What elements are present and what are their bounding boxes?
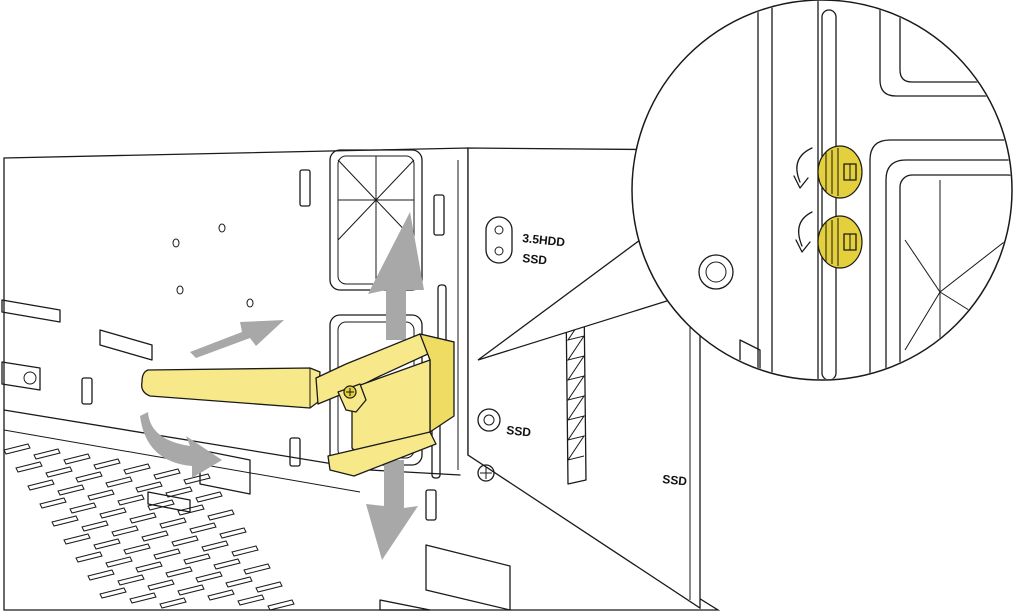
- vent-slot: [177, 584, 205, 596]
- mounting-bracket: [141, 333, 455, 477]
- vent-slot: [159, 517, 187, 529]
- vent-slot: [15, 461, 43, 473]
- vent-slot: [147, 579, 175, 591]
- rotate-arrow-upper: [796, 147, 813, 183]
- vent-slot: [99, 587, 127, 599]
- rotate-arrow-lower: [798, 211, 813, 247]
- vent-slot: [201, 540, 229, 552]
- vent-slot: [63, 533, 91, 545]
- vent-slot: [267, 599, 295, 611]
- vent-slot: [153, 468, 181, 480]
- vent-slot: [69, 502, 97, 514]
- thumbscrew-upper-icon: [817, 145, 863, 199]
- arrow-curve-down-icon: [140, 412, 222, 478]
- vent-slot: [51, 515, 79, 527]
- vent-slot: [135, 561, 163, 573]
- vent-slot: [129, 592, 157, 604]
- arrow-down-icon: [366, 460, 418, 560]
- vent-slot: [141, 530, 169, 542]
- vent-slot: [99, 507, 127, 519]
- vent-slot: [111, 525, 139, 537]
- vent-slot: [117, 494, 145, 506]
- vent-slot: [207, 589, 235, 601]
- magnifier-callout: [477, 0, 1013, 381]
- vent-slot: [57, 484, 85, 496]
- vent-slot: [219, 527, 247, 539]
- vent-slot: [255, 581, 283, 593]
- vent-slot: [225, 576, 253, 588]
- vent-slot: [39, 497, 67, 509]
- mount-marking-hdd: [485, 216, 513, 264]
- vent-slot: [45, 466, 73, 478]
- vent-slot: [213, 558, 241, 570]
- ssd-middle-label: SSD: [506, 423, 532, 440]
- vent-slot: [159, 597, 187, 609]
- vent-slot: [87, 489, 115, 501]
- vent-slot: [237, 594, 265, 606]
- vent-slot: [183, 553, 211, 565]
- vent-slot: [195, 571, 223, 583]
- vent-slot: [75, 471, 103, 483]
- vent-slot: [147, 499, 175, 511]
- vent-slot: [231, 545, 259, 557]
- vent-slot: [81, 520, 109, 532]
- vent-slot: [195, 491, 223, 503]
- vent-slot: [123, 543, 151, 555]
- vent-slot: [243, 563, 271, 575]
- mount-screw-panel: [477, 464, 495, 482]
- vent-slot: [207, 509, 235, 521]
- vent-slot: [27, 479, 55, 491]
- vent-slot: [171, 535, 199, 547]
- vent-slot: [105, 476, 133, 488]
- vent-slot: [93, 458, 121, 470]
- vent-slot: [75, 551, 103, 563]
- ssd-right-label: SSD: [662, 472, 688, 489]
- ssd-upper-label: SSD: [522, 251, 548, 268]
- vent-slot: [123, 463, 151, 475]
- vent-slot: [177, 504, 205, 516]
- vent-slot: [87, 569, 115, 581]
- arrow-up-right-icon: [190, 320, 284, 358]
- vent-slot: [3, 443, 31, 455]
- hdd35-label: 3.5HDD: [522, 231, 566, 249]
- vent-slot: [33, 448, 61, 460]
- vent-slot: [63, 453, 91, 465]
- vent-slot: [105, 556, 133, 568]
- ventilation-grille: [3, 443, 295, 611]
- vent-slot: [117, 574, 145, 586]
- arrow-up-icon: [368, 212, 424, 340]
- vent-slot: [165, 566, 193, 578]
- panel-holes: [23, 223, 254, 385]
- vent-slot: [93, 538, 121, 550]
- mount-marking-ssd: [477, 408, 501, 432]
- vent-slot: [153, 548, 181, 560]
- vent-slot: [129, 512, 157, 524]
- vent-slot: [135, 481, 163, 493]
- thumbscrew-lower-icon: [817, 215, 863, 269]
- vent-slot: [189, 522, 217, 534]
